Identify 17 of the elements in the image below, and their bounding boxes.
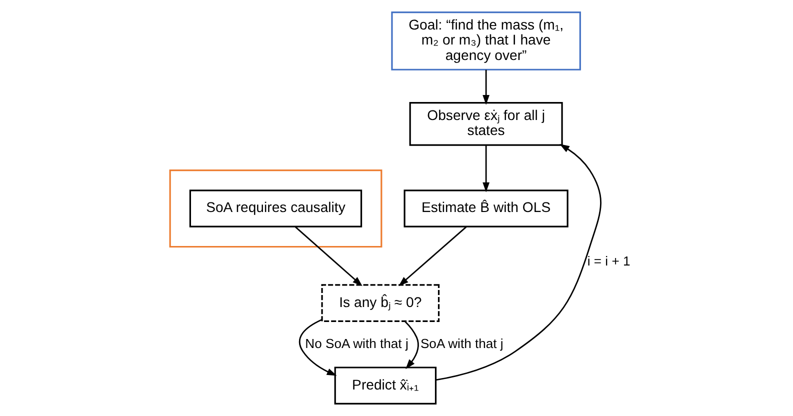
arrow [482, 70, 490, 105]
node-box: Estimate B̂ with OLS [404, 190, 568, 228]
edge-label: i = i + 1 [587, 253, 630, 268]
cluster [169, 169, 382, 248]
arrow [398, 226, 467, 286]
node-box: Is any b̂ⱼ ≈ 0? [321, 284, 440, 322]
arrow [436, 144, 602, 381]
node-box: Observe εẋⱼ for all j states [409, 102, 563, 146]
node-box: Predict x̂̇ᵢ₊₁ [334, 366, 437, 405]
edge-label: SoA with that j [420, 336, 504, 351]
arrow [294, 226, 362, 286]
node-box: Goal: “find the mass (m₁, m₂ or m₃) that I have agency over” [391, 11, 581, 70]
node-box: SoA requires causality [189, 190, 362, 228]
arrow [482, 145, 490, 192]
edge-label: No SoA with that j [305, 336, 408, 351]
arrow [404, 320, 419, 370]
arrow [298, 319, 337, 376]
